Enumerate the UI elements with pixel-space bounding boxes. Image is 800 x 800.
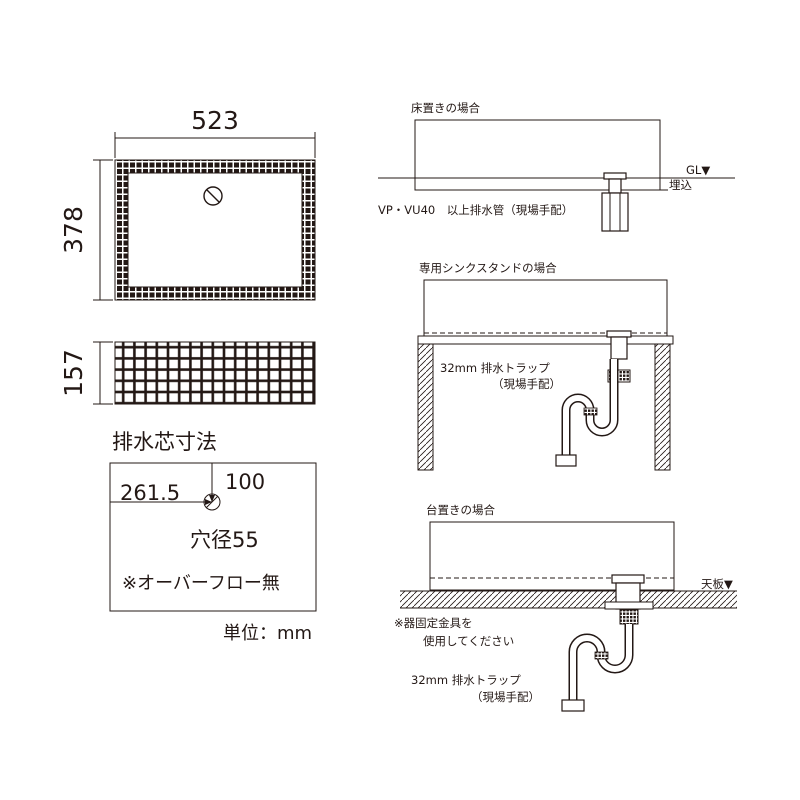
floor-sink-body: [414, 119, 661, 191]
counter-trap-label-1: 32mm 排水トラップ: [411, 673, 521, 687]
stand-sink-body: [423, 279, 668, 337]
counter-trap-label-2: （現場手配）: [471, 690, 540, 704]
counter-install-title: 台置きの場合: [426, 503, 495, 517]
floor-drain-pipe: [601, 172, 629, 232]
floor-install-diagram: 床置きの場合 GL▼ 埋込 VP・VU40 以上排水管（現場手配）: [378, 101, 735, 232]
height-dim-label: 157: [59, 349, 88, 397]
floor-install-title: 床置きの場合: [411, 101, 480, 115]
width-dim-label: 523: [191, 106, 239, 135]
fixing-note-line-1: ※器固定金具を: [394, 616, 473, 630]
drain-spec: 排水芯寸法 261.5 100 穴径55 ※オーバーフロー無 単位：mm: [109, 430, 317, 644]
stand-right-leg: [654, 343, 671, 471]
y-dim-label: 100: [225, 470, 265, 494]
fixing-note-line-2: 使用してください: [423, 634, 514, 648]
counter-sink-body: [429, 521, 675, 591]
drain-hole-icon: [203, 493, 221, 511]
side-tiles: [115, 342, 315, 404]
x-dim-label: 261.5: [120, 481, 180, 505]
width-dimension: 523: [114, 106, 316, 158]
gl-label: GL▼: [686, 163, 710, 177]
drain-spec-box: [109, 462, 317, 612]
stand-install-diagram: 専用シンクスタンドの場合 32mm 排水トラップ （現場手配）: [417, 261, 674, 471]
stand-left-leg: [417, 343, 434, 471]
stand-install-title: 専用シンクスタンドの場合: [419, 261, 557, 275]
stand-trap-icon: [555, 330, 632, 467]
drain-pipe-note: VP・VU40 以上排水管（現場手配）: [378, 203, 573, 217]
depth-dim-label: 378: [59, 206, 88, 254]
plan-view: 523 378: [59, 106, 316, 301]
stand-trap-label-1: 32mm 排水トラップ: [440, 361, 550, 375]
unit-label: 単位：mm: [223, 623, 312, 644]
side-view: 157: [59, 341, 316, 405]
counter-install-diagram: 台置きの場合 天板▼ ※器固定金具を 使用してください 32mm 排水トラップ …: [394, 503, 737, 712]
stand-trap-label-2: （現場手配）: [492, 377, 561, 391]
drain-icon: [203, 186, 223, 206]
stand-top: [417, 335, 674, 345]
depth-dimension: 378: [59, 159, 113, 301]
counter-label: 天板▼: [701, 577, 733, 591]
counter-trap-icon: [561, 574, 654, 712]
counter-top: [400, 591, 737, 608]
hole-diameter-label: 穴径55: [190, 528, 259, 552]
drain-spec-title: 排水芯寸法: [112, 430, 217, 454]
buried-label: 埋込: [669, 178, 692, 192]
overflow-note: ※オーバーフロー無: [122, 573, 280, 594]
